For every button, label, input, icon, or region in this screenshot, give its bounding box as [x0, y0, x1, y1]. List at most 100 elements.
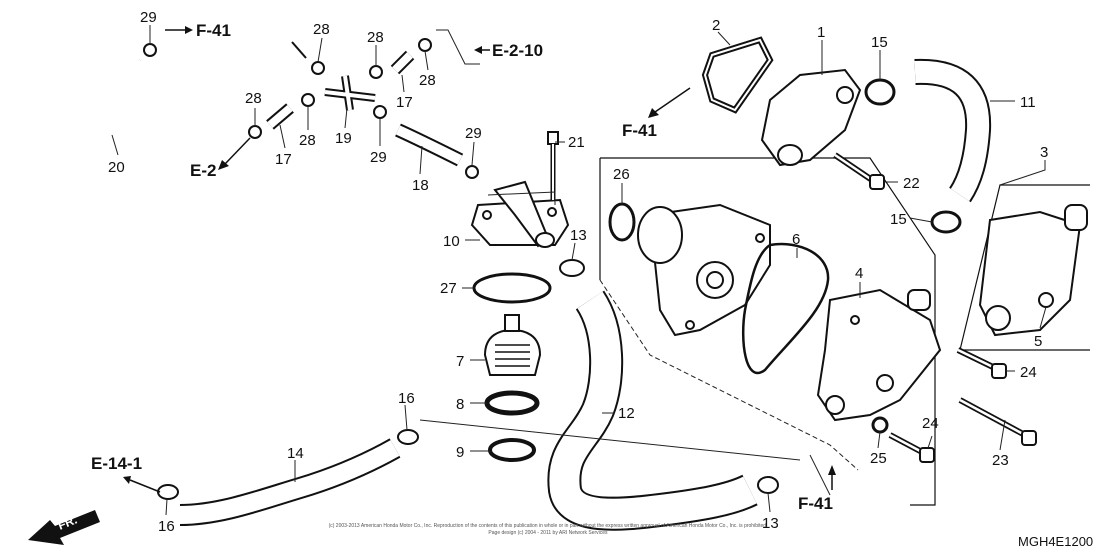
clamp-15-upper	[864, 78, 896, 106]
gasket-2-inner	[703, 38, 772, 112]
copyright-line-2: Page design (c) 2004 - 2011 by ARI Netwo…	[488, 530, 608, 536]
clamp-28-a	[311, 61, 325, 75]
callout-28-c: 28	[419, 72, 436, 89]
callout-28-b: 28	[367, 29, 384, 46]
clamp-28-b	[369, 65, 383, 79]
arrow-e210	[474, 46, 490, 54]
hose-20-inner	[99, 46, 301, 140]
callout-13-upper: 13	[570, 227, 587, 244]
callout-15-lower: 15	[890, 211, 907, 228]
callout-10: 10	[443, 233, 460, 250]
seal-8	[484, 390, 540, 416]
hose-12-inner	[549, 291, 757, 529]
hose-17-right-inner	[392, 52, 413, 73]
front-direction-arrow: FR.	[28, 510, 100, 545]
callout-1: 1	[817, 24, 825, 41]
clamp-13-upper	[559, 259, 585, 277]
callout-17-left: 17	[275, 151, 292, 168]
callout-28-e: 28	[299, 132, 316, 149]
bolt-22	[833, 152, 885, 190]
callout-24-lower: 24	[922, 415, 939, 432]
callout-14: 14	[287, 445, 304, 462]
joint-19-inner	[324, 75, 376, 111]
front-direction-label: FR.	[56, 513, 79, 533]
callout-29-mid: 29	[370, 149, 387, 166]
callout-11: 11	[1020, 94, 1036, 111]
callout-numbers: 29 28 28 28 28 28 28 29 19 17 17 20 18 2…	[108, 9, 1048, 535]
arrow-f41-top	[165, 26, 193, 34]
callout-29-top: 29	[140, 9, 157, 26]
callout-29-hose18: 29	[465, 125, 482, 142]
ref-e2: E-2	[190, 161, 216, 180]
clamp-15-lower	[930, 210, 962, 234]
hose-20-end	[291, 41, 307, 59]
clamp-29-hose18	[465, 165, 479, 179]
callout-4: 4	[855, 265, 863, 282]
bolt-24-right	[956, 347, 1007, 379]
bolt-24-lower	[888, 432, 935, 463]
callout-26: 26	[613, 166, 630, 183]
callout-3: 3	[1040, 144, 1048, 161]
hose-11-inner	[914, 60, 990, 202]
ref-e141: E-14-1	[91, 454, 142, 473]
arrow-f41-mid	[648, 87, 691, 118]
o-ring-26	[608, 202, 636, 242]
clamp-29-top	[143, 43, 157, 57]
callout-16-right: 16	[398, 390, 415, 407]
bolt-21	[547, 131, 559, 200]
ref-f41-bottom: F-41	[798, 494, 833, 513]
water-pump-body	[637, 203, 771, 337]
callout-6: 6	[792, 231, 800, 248]
callout-21: 21	[568, 134, 585, 151]
callout-27: 27	[440, 280, 457, 297]
arrow-e2	[218, 137, 251, 170]
callout-17-right: 17	[396, 94, 413, 111]
callout-8: 8	[456, 396, 464, 413]
hose-14-inner	[179, 440, 400, 524]
callout-28-d: 28	[245, 90, 262, 107]
washer-25	[871, 416, 889, 434]
diagram-code: MGH4E1200	[1018, 534, 1093, 549]
ref-e210: E-2-10	[492, 41, 543, 60]
copyright-line-1: (c) 2003-2013 American Honda Motor Co., …	[329, 523, 768, 529]
thermostat-7	[483, 314, 542, 376]
clamp-13-lower	[757, 476, 779, 494]
callout-18: 18	[412, 177, 429, 194]
callout-9: 9	[456, 444, 464, 461]
seal-9	[488, 438, 536, 462]
callout-12: 12	[618, 405, 635, 422]
callout-20: 20	[108, 159, 125, 176]
callout-28-a: 28	[313, 21, 330, 38]
o-ring-27	[472, 272, 552, 304]
clamp-16-left	[157, 484, 179, 500]
gasket-6	[741, 242, 830, 374]
arrow-f41-bottom	[828, 465, 836, 490]
leader-lines	[111, 25, 1047, 516]
callout-13-lower: 13	[762, 515, 779, 532]
callout-7: 7	[456, 353, 464, 370]
reference-labels: F-41 E-2-10 E-2 F-41 E-14-1 F-41	[91, 21, 833, 513]
clamp-29-mid	[373, 105, 387, 119]
cover-1	[760, 68, 862, 167]
callout-22: 22	[903, 175, 920, 192]
ref-f41-top: F-41	[196, 21, 231, 40]
cover-group-frame	[959, 184, 1090, 351]
callout-16-left: 16	[158, 518, 175, 535]
pump-cover-4	[816, 288, 942, 422]
callout-24-right: 24	[1020, 364, 1037, 381]
clamp-16-right	[397, 429, 419, 445]
arrow-e141	[123, 476, 161, 493]
hose-18-inner	[395, 125, 463, 165]
clamp-28-e	[301, 93, 315, 107]
callout-2: 2	[712, 17, 720, 34]
ref-f41-mid: F-41	[622, 121, 657, 140]
hose-17-left-inner	[267, 104, 293, 129]
clamp-28-d	[248, 125, 262, 139]
callout-25: 25	[870, 450, 887, 467]
callout-15-upper: 15	[871, 34, 888, 51]
callout-5: 5	[1034, 333, 1042, 350]
cover-3	[978, 204, 1088, 337]
thermostat-housing-10	[470, 180, 570, 248]
callout-19: 19	[335, 130, 352, 147]
